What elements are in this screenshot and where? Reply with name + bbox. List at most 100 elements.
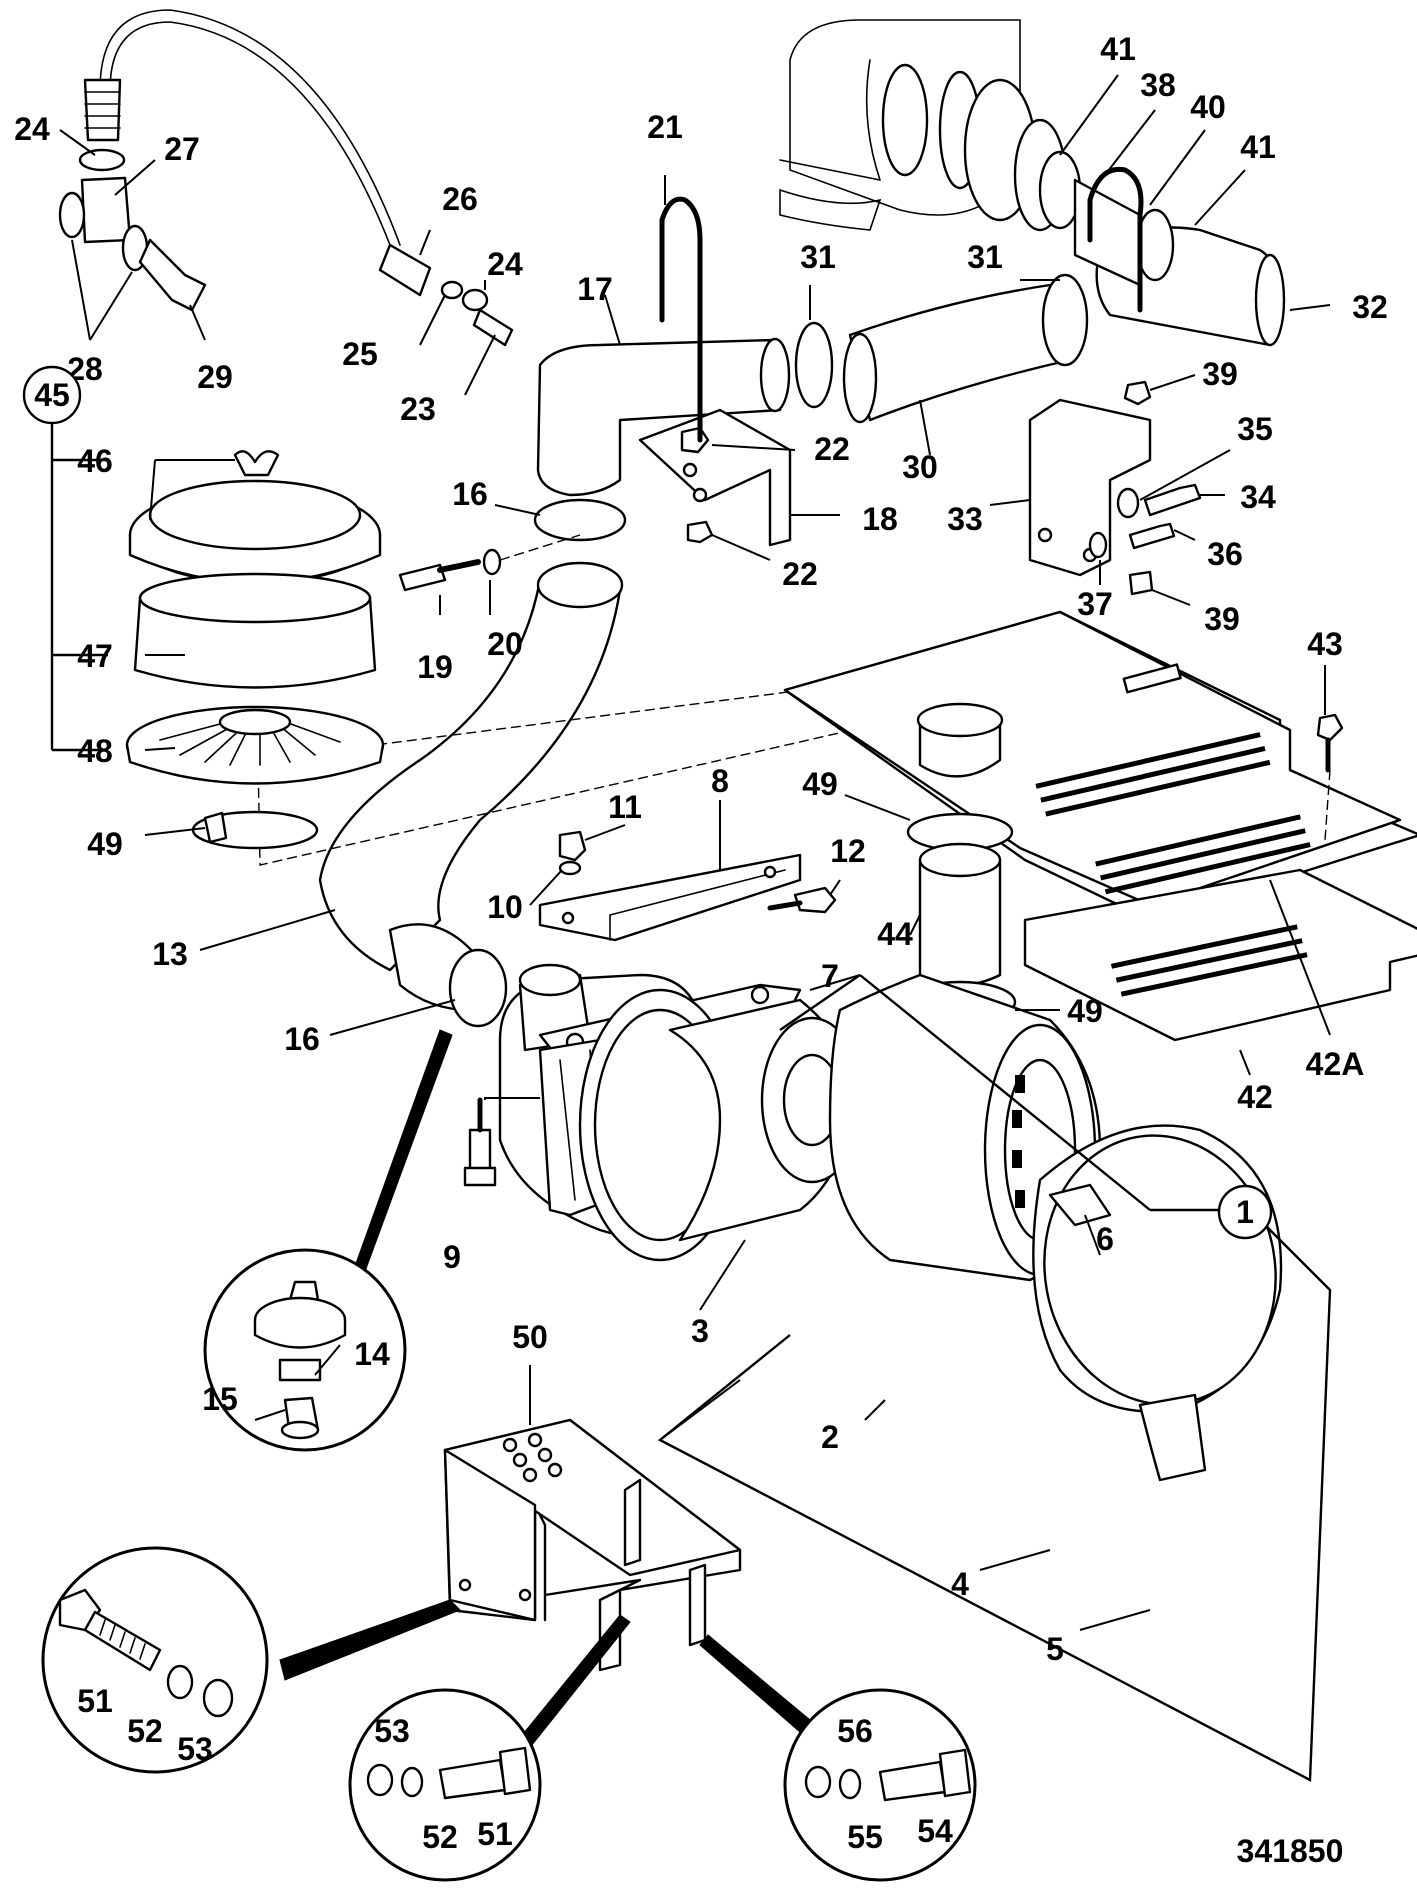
washer-28-left <box>58 191 86 239</box>
callout-34: 34 <box>1240 479 1276 515</box>
callout-22: 22 <box>814 431 850 467</box>
dust-valve-5 <box>1138 1393 1207 1482</box>
callout-14: 14 <box>354 1336 390 1372</box>
callout-9: 9 <box>443 1239 461 1275</box>
u-bolt-38 <box>1087 166 1144 313</box>
callout-13: 13 <box>152 936 188 972</box>
banjo-bolt-29 <box>138 238 207 312</box>
union-23 <box>472 308 514 347</box>
washer-35 <box>1116 487 1140 519</box>
nut-39-upper <box>1123 380 1152 406</box>
callout-35: 35 <box>1237 411 1273 447</box>
vent-slots <box>1035 732 1311 895</box>
callout-31: 31 <box>967 239 1003 275</box>
callout-labels: 41 38 40 41 32 31 31 30 21 17 22 18 22 1… <box>14 31 1388 1869</box>
bolt-12 <box>793 886 837 914</box>
callout-53: 53 <box>374 1713 410 1749</box>
callout-1-circled: 1 <box>1217 1184 1273 1240</box>
nut-39-lower <box>1128 570 1154 596</box>
hose-clip-24-right <box>461 288 489 312</box>
callout-45: 45 <box>34 377 70 413</box>
callout-56: 56 <box>837 1713 873 1749</box>
hose-clamp-31-left <box>794 321 834 409</box>
callout-49: 49 <box>1067 993 1103 1029</box>
clip-6 <box>1048 1183 1112 1227</box>
callout-18: 18 <box>862 501 898 537</box>
nut-22-lower <box>686 520 714 544</box>
callout-30: 30 <box>902 449 938 485</box>
hose-clamp-31-right <box>1041 273 1089 367</box>
callout-52: 52 <box>422 1819 458 1855</box>
washer-10 <box>558 860 582 876</box>
corrugated-hose-fitting <box>83 78 122 142</box>
callout-45-circled: 45 <box>22 365 82 425</box>
callout-50: 50 <box>512 1319 548 1355</box>
bolt-19 <box>398 563 447 592</box>
callout-52: 52 <box>127 1713 163 1749</box>
callout-41: 41 <box>1100 31 1136 67</box>
callout-3: 3 <box>691 1313 709 1349</box>
hose-end-26 <box>378 243 432 297</box>
mounting-strip-8 <box>538 853 802 942</box>
callout-4: 4 <box>951 1566 969 1602</box>
callout-25: 25 <box>342 336 378 372</box>
bolt-43 <box>1316 713 1344 742</box>
callout-55: 55 <box>847 1819 883 1855</box>
bracket-33 <box>1028 398 1152 577</box>
callout-1: 1 <box>1236 1194 1254 1230</box>
engine-turbo-background <box>779 19 1067 232</box>
washer-25 <box>440 280 464 300</box>
callout-37: 37 <box>1077 586 1113 622</box>
callout-54: 54 <box>917 1813 953 1849</box>
callout-21: 21 <box>647 109 683 145</box>
callout-16: 16 <box>452 476 488 512</box>
callout-19: 19 <box>417 649 453 685</box>
callout-26: 26 <box>442 181 478 217</box>
callout-33: 33 <box>947 501 983 537</box>
callout-7: 7 <box>821 958 839 994</box>
callout-20: 20 <box>487 626 523 662</box>
callout-53: 53 <box>177 1731 213 1767</box>
callout-10: 10 <box>487 889 523 925</box>
fuel-pipe <box>99 9 401 246</box>
bracket-18 <box>638 408 792 547</box>
detail-circle-bolt-right <box>783 1688 977 1882</box>
callout-46: 46 <box>77 443 113 479</box>
callout-12: 12 <box>830 833 866 869</box>
callout-17: 17 <box>577 271 613 307</box>
hose-clip-24-left <box>78 148 126 172</box>
callout-2: 2 <box>821 1419 839 1455</box>
nut-11 <box>558 830 587 862</box>
callout-39: 39 <box>1204 601 1240 637</box>
washer-52-middle <box>400 1766 424 1798</box>
cover-plate-42 <box>1023 868 1417 1042</box>
callout-8: 8 <box>711 763 729 799</box>
detail-circle-drain-valve <box>203 1248 407 1452</box>
callout-43: 43 <box>1307 626 1343 662</box>
callout-49: 49 <box>87 826 123 862</box>
callout-16: 16 <box>284 1021 320 1057</box>
callout-42A: 42A <box>1306 1046 1365 1082</box>
detail-pointer-14-15 <box>349 1029 453 1286</box>
callout-51: 51 <box>477 1816 513 1852</box>
callout-40: 40 <box>1190 89 1226 125</box>
callout-49: 49 <box>802 766 838 802</box>
callout-6: 6 <box>1096 1221 1114 1257</box>
hose-40 <box>1073 178 1142 287</box>
callout-48: 48 <box>77 733 113 769</box>
washer-53-middle <box>366 1763 394 1797</box>
washer-56 <box>804 1765 832 1799</box>
wing-nut-46 <box>233 450 280 477</box>
washer-20 <box>482 548 502 576</box>
drawing-reference-number: 341850 <box>1237 1833 1344 1869</box>
leader-lines <box>50 74 1332 1782</box>
bolt-36 <box>1128 522 1176 550</box>
precleaner-assembly <box>125 450 385 785</box>
washer-52-left <box>166 1664 194 1700</box>
hose-clamp-16-upper <box>533 498 627 542</box>
bolt-34 <box>1143 483 1202 517</box>
hose-clamp-16-lower <box>448 948 508 1028</box>
washer-37 <box>1088 531 1108 559</box>
callout-32: 32 <box>1352 289 1388 325</box>
callout-24: 24 <box>487 246 523 282</box>
